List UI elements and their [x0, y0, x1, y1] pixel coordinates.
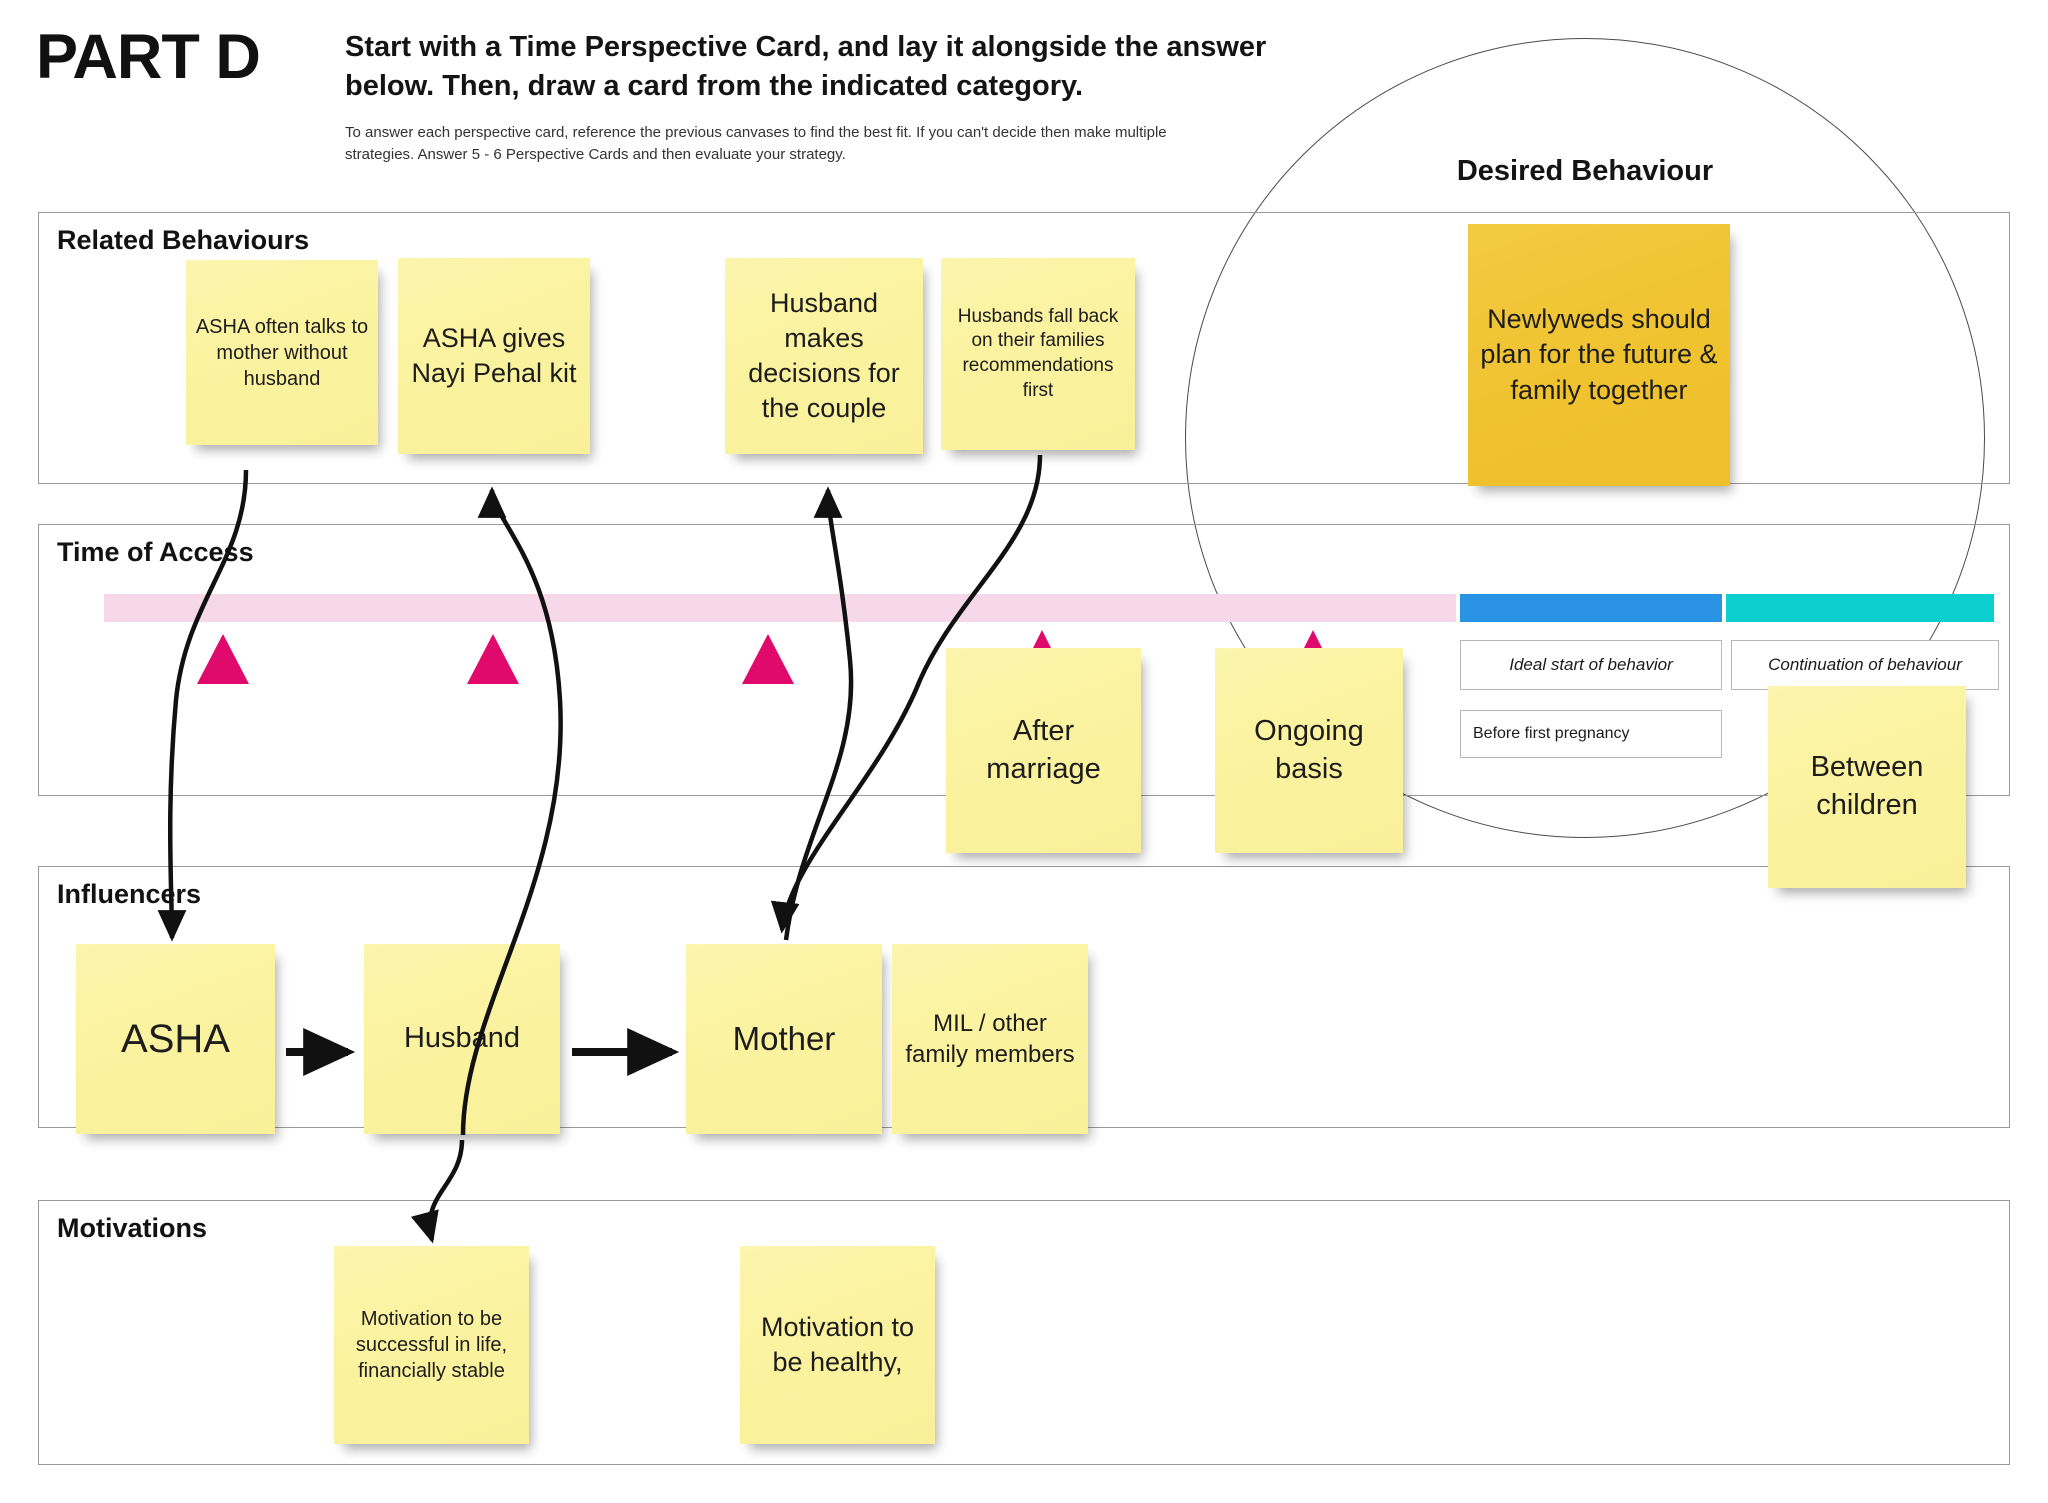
note-related-1[interactable]: ASHA often talks to mother without husba… [186, 260, 378, 445]
note-related-2[interactable]: ASHA gives Nayi Pehal kit [398, 258, 590, 454]
timeline-marker-3[interactable] [742, 634, 794, 684]
note-influencer-mil[interactable]: MIL / other family members [892, 944, 1088, 1134]
note-influencer-mother[interactable]: Mother [686, 944, 882, 1134]
panel-title-related-behaviours: Related Behaviours [57, 225, 310, 255]
note-influencer-asha[interactable]: ASHA [76, 944, 275, 1134]
note-time-ongoing-basis[interactable]: Ongoing basis [1215, 648, 1403, 853]
time-of-access-timeline [104, 594, 1994, 622]
timeline-label-before-first-pregnancy[interactable]: Before first pregnancy [1460, 710, 1722, 758]
note-influencer-husband[interactable]: Husband [364, 944, 560, 1134]
note-time-between-children[interactable]: Between children [1768, 686, 1966, 888]
note-motivation-2[interactable]: Motivation to be healthy, [740, 1246, 935, 1444]
note-motivation-1[interactable]: Motivation to be successful in life, fin… [334, 1246, 529, 1444]
timeline-segment-blue [1460, 594, 1722, 622]
page-title: PART D [36, 22, 261, 92]
note-related-3[interactable]: Husband makes decisions for the couple [725, 258, 923, 454]
panel-title-influencers: Influencers [57, 879, 202, 909]
timeline-marker-1[interactable] [197, 634, 249, 684]
note-time-after-marriage[interactable]: After marriage [946, 648, 1141, 853]
timeline-label-ideal-start[interactable]: Ideal start of behavior [1460, 640, 1722, 690]
panel-title-motivations: Motivations [57, 1213, 208, 1243]
desired-behaviour-title: Desired Behaviour [1456, 155, 1714, 187]
header-instructions: To answer each perspective card, referen… [345, 124, 1167, 163]
note-desired-behaviour[interactable]: Newlyweds should plan for the future & f… [1468, 224, 1730, 486]
panel-motivations: Motivations [38, 1200, 2010, 1465]
header-headline: Start with a Time Perspective Card, and … [345, 31, 1267, 102]
note-related-4[interactable]: Husbands fall back on their families rec… [941, 258, 1135, 450]
timeline-marker-2[interactable] [467, 634, 519, 684]
panel-title-time-of-access: Time of Access [57, 537, 254, 567]
timeline-segment-pink [104, 594, 1456, 622]
timeline-segment-teal [1726, 594, 1994, 622]
timeline-label-continuation[interactable]: Continuation of behaviour [1731, 640, 1999, 690]
